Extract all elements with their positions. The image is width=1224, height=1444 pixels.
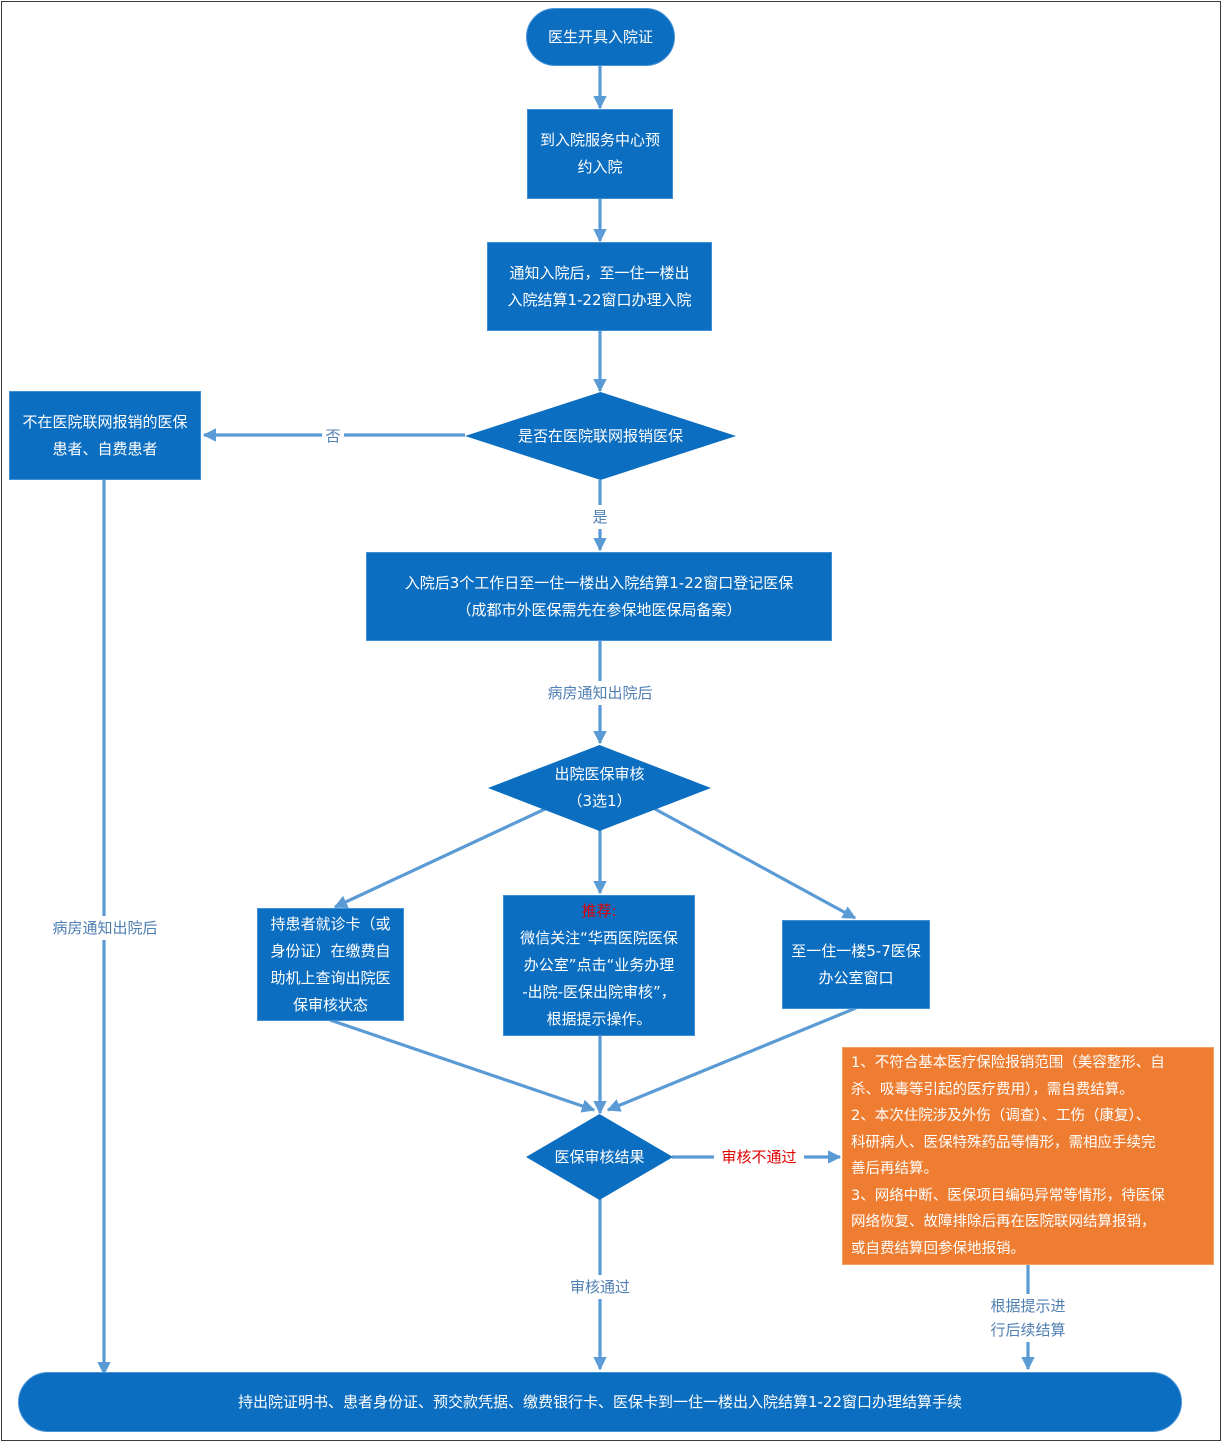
option-window-line-1: 至一住一楼5-7医保 [791,941,921,960]
decision-network: 是否在医院联网报销医保 [465,392,736,480]
edge-label-pass: 审核通过 [564,1275,636,1299]
audit-line-2: （3选1） [567,792,632,810]
decision-audit: 出院医保审核 （3选1） [488,745,711,831]
admit-node: 通知入院后，至一住一楼出 入院结算1-22窗口办理入院 [487,242,712,331]
option-card-node: 持患者就诊卡（或 身份证）在缴费自 助机上查询出院医 保审核状态 [257,908,404,1021]
fail-note-line-6: 3、网络中断、医保项目编码异常等情形，待医保 [851,1187,1165,1204]
edge-card-result [329,1018,596,1113]
edge-label-fail: 审核不通过 [714,1145,804,1169]
admit-line-1: 通知入院后，至一住一楼出 [509,263,690,282]
not-network-line-1: 不在医院联网报销的医保 [22,412,188,431]
edge-label-ward-notice-left: 病房通知出院后 [44,916,166,940]
not-network-node: 不在医院联网报销的医保 患者、自费患者 [9,391,201,480]
follow-up-line-1: 根据提示进 [990,1297,1066,1315]
option-card-line-2: 身份证）在缴费自 [270,941,391,960]
edge-audit-window [654,807,857,920]
edge-label-follow-up: 根据提示进 行后续结算 [983,1294,1073,1342]
fail-note-line-5: 善后再结算。 [851,1161,938,1177]
decision-result-label: 医保审核结果 [554,1147,645,1166]
audit-line-1: 出院医保审核 [554,765,645,783]
reserve-line-2: 约入院 [577,158,623,176]
edge-label-yes: 是 [589,505,611,529]
decision-result-shape [526,1114,673,1200]
register-node: 入院后3个工作日至一住一楼出入院结算1-22窗口登记医保 （成都市外医保需先在参… [366,552,832,641]
option-card-line-1: 持患者就诊卡（或 [270,914,391,933]
option-wechat-line-2: 办公室”点击“业务办理 [523,956,675,974]
start-label: 医生开具入院证 [547,27,653,46]
fail-note-line-8: 或自费结算回参保地报销。 [851,1240,1025,1257]
decision-audit-shape [488,745,711,831]
option-card-line-4: 保审核状态 [292,995,368,1014]
not-network-line-2: 患者、自费患者 [52,439,158,458]
follow-up-line-2: 行后续结算 [990,1321,1066,1339]
decision-network-shape [465,392,736,480]
fail-note-line-1: 1、不符合基本医疗保险报销范围（美容整形、自 [851,1055,1165,1071]
edge-audit-card [333,807,546,909]
option-wechat-line-1: 微信关注“华西医院医保 [520,929,678,947]
reserve-line-1: 到入院服务中心预 [539,131,660,149]
option-wechat-node: 推荐: 微信关注“华西医院医保 办公室”点击“业务办理 -出院-医保出院审核”，… [503,895,695,1036]
final-node: 持出院证明书、患者身份证、预交款凭据、缴费银行卡、医保卡到一住一楼出入院结算1-… [18,1372,1182,1432]
edge-label-no: 否 [322,424,344,448]
edge-window-result [606,1006,857,1112]
fail-note-line-7: 网络恢复、故障排除后再在医院联网结算报销， [851,1214,1156,1230]
option-wechat-line-4: 根据提示操作。 [546,1010,652,1028]
recommend-tag: 推荐: [581,902,617,920]
fail-note-line-3: 2、本次住院涉及外伤（调查）、工伤（康复）、 [851,1108,1151,1124]
reserve-node: 到入院服务中心预 约入院 [527,109,673,199]
edge-label-ward-notice: 病房通知出院后 [540,681,660,705]
fail-note-line-4: 科研病人、医保特殊药品等情形，需相应手续完 [851,1134,1156,1151]
fail-notes-box: 1、不符合基本医疗保险报销范围（美容整形、自 杀、吸毒等引起的医疗费用），需自费… [842,1047,1214,1265]
final-label: 持出院证明书、患者身份证、预交款凭据、缴费银行卡、医保卡到一住一楼出入院结算1-… [237,1392,963,1411]
register-line-2: （成都市外医保需先在参保地医保局备案） [456,600,742,619]
decision-result: 医保审核结果 [526,1114,673,1200]
option-wechat-line-3: -出院-医保出院审核”， [522,983,676,1001]
option-card-line-3: 助机上查询出院医 [270,968,391,987]
option-window-line-2: 办公室窗口 [818,968,894,987]
admit-line-2: 入院结算1-22窗口办理入院 [507,290,692,309]
decision-network-label: 是否在医院联网报销医保 [517,426,683,445]
start-node: 医生开具入院证 [526,8,675,66]
register-line-1: 入院后3个工作日至一住一楼出入院结算1-22窗口登记医保 [404,573,794,592]
option-window-node: 至一住一楼5-7医保 办公室窗口 [782,920,930,1009]
fail-note-line-2: 杀、吸毒等引起的医疗费用），需自费结算。 [851,1081,1134,1098]
